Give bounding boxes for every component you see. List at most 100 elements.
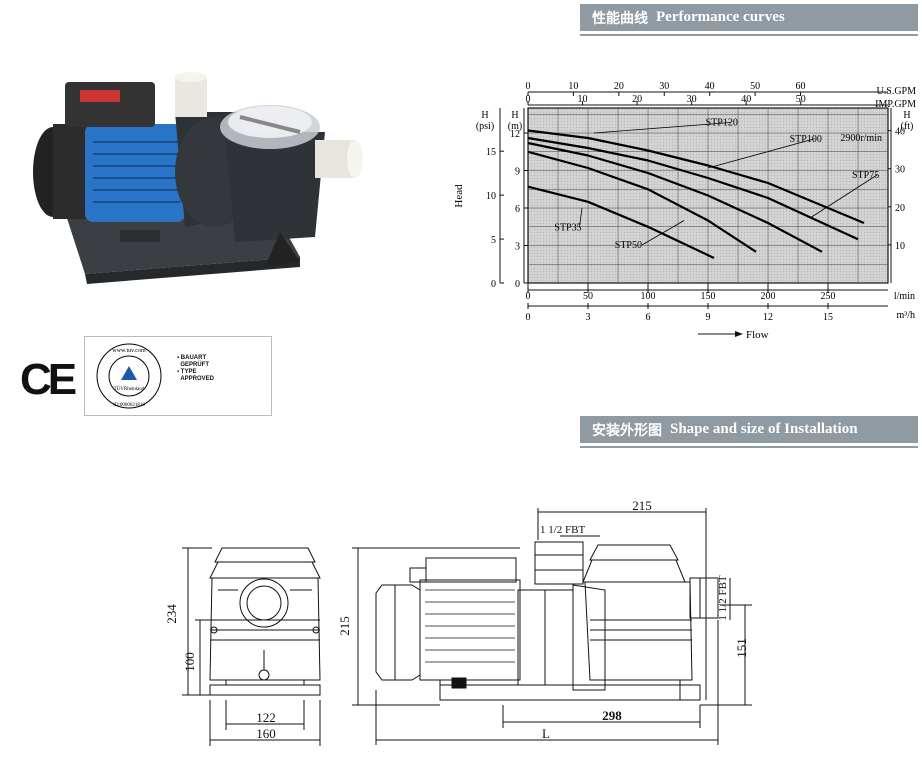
performance-curves-banner: 性能曲线 Performance curves: [580, 4, 918, 36]
usgpm-tick-label: 50: [750, 81, 760, 92]
psi-unit: (psi): [476, 121, 494, 132]
curve-stp50: [527, 150, 757, 253]
m-unit: (m): [508, 121, 522, 132]
m3h-tick-label: 9: [706, 312, 711, 323]
usgpm-tick-label: 60: [796, 81, 806, 92]
series-leader-line: [641, 220, 685, 246]
lmin-tick-label: 0: [526, 291, 531, 302]
series-leader-line: [809, 174, 878, 219]
impgpm-tick-label: 10: [578, 94, 588, 105]
type-line-2: APPROVED: [180, 376, 215, 382]
banner-cn-text: 安装外形图: [592, 422, 662, 439]
series-leader-line: [593, 122, 731, 134]
series-leader-line: [579, 207, 583, 228]
psi-tick-label: 10: [486, 191, 496, 202]
tuv-url-text: www.tuv.com: [112, 348, 146, 354]
usgpm-tick-label: 0: [526, 81, 531, 92]
bauart-line-2: GEPRÜFT: [180, 362, 210, 368]
tuv-certificate-box: TÜVRheinland www.tuv.com ID:0000021818 ▪…: [84, 336, 272, 416]
m-tick-label: 9: [515, 167, 520, 178]
ft-tick-label: 40: [895, 127, 905, 138]
ft-tick-label: 10: [895, 241, 905, 252]
ft-header: H: [903, 110, 910, 121]
m3h-tick-label: 6: [646, 312, 651, 323]
m-header: H: [511, 110, 518, 121]
impgpm-tick-label: 50: [796, 94, 806, 105]
port-top-text: 1 1/2 FBT: [540, 524, 586, 536]
ce-mark: CE: [20, 355, 77, 404]
banner-cn-text: 性能曲线: [592, 10, 648, 27]
us-gpm-label: U.S.GPM: [877, 86, 917, 97]
m3h-tick-label: 15: [823, 312, 833, 323]
m-tick-label: 12: [510, 129, 520, 140]
impgpm-tick-label: 30: [687, 94, 697, 105]
ft-unit: (ft): [901, 121, 914, 132]
series-label: STP120: [706, 118, 738, 129]
usgpm-tick-label: 40: [705, 81, 715, 92]
m-tick-label: 0: [515, 279, 520, 290]
installation-drawing: 234 100 122 160 215 1 1/2 FBT 215 1 1/2 …: [164, 498, 752, 746]
dim-215-side-text: 215: [337, 616, 352, 636]
lmin-tick-label: 50: [583, 291, 593, 302]
series-label: STP50: [615, 240, 642, 251]
impgpm-tick-label: 0: [526, 94, 531, 105]
dim-100-text: 100: [182, 652, 197, 672]
bauart-line-1: BAUART: [180, 355, 207, 361]
pump-photo: [33, 72, 363, 284]
usgpm-tick-label: 30: [659, 81, 669, 92]
lmin-tick-label: 100: [641, 291, 656, 302]
side-view-drawing: [352, 508, 752, 745]
dim-215-top-text: 215: [632, 498, 652, 513]
usgpm-tick-label: 20: [614, 81, 624, 92]
psi-header: H: [481, 110, 488, 121]
port-side-text: 1 1/2 FBT: [717, 575, 729, 621]
dim-298-text: 298: [602, 708, 622, 723]
shape-size-banner: 安装外形图 Shape and size of Installation: [580, 416, 918, 448]
grid-lines: [528, 108, 888, 283]
x-axis-label: Flow: [746, 329, 769, 341]
lmin-tick-label: 200: [761, 291, 776, 302]
y-axis-label: Head: [453, 184, 465, 208]
series-label: STP100: [790, 134, 822, 145]
m3h-tick-label: 3: [586, 312, 591, 323]
lmin-tick-label: 150: [701, 291, 716, 302]
dim-234-text: 234: [164, 604, 179, 624]
curve-stp120: [527, 129, 865, 225]
dim-160-text: 160: [256, 726, 276, 741]
usgpm-tick-label: 10: [568, 81, 578, 92]
banner-en-text: Shape and size of Installation: [670, 421, 858, 437]
dim-L-text: L: [542, 726, 550, 741]
speed-note: 2900r/min: [840, 133, 882, 144]
end-view-drawing: [182, 547, 321, 746]
imp-gpm-label: IMP.GPM: [875, 99, 916, 110]
m-tick-label: 6: [515, 204, 520, 215]
psi-tick-label: 15: [486, 147, 496, 158]
lmin-tick-label: 250: [821, 291, 836, 302]
psi-tick-label: 5: [491, 235, 496, 246]
dim-151-text: 151: [734, 638, 749, 658]
series-leader-line: [707, 138, 815, 169]
type-line-1: TYPE: [180, 369, 197, 375]
impgpm-tick-label: 40: [741, 94, 751, 105]
m-tick-label: 3: [515, 242, 520, 253]
banner-en-text: Performance curves: [656, 9, 785, 25]
m3h-tick-label: 0: [526, 312, 531, 323]
series-label: STP75: [852, 170, 879, 181]
tuv-id-text: ID:0000021818: [113, 403, 145, 408]
ft-tick-label: 30: [895, 165, 905, 176]
tuv-seal-icon: TÜVRheinland www.tuv.com ID:0000021818: [96, 343, 162, 409]
curve-stp35: [527, 185, 715, 259]
curve-stp100: [527, 136, 859, 241]
impgpm-tick-label: 20: [632, 94, 642, 105]
m3h-tick-label: 12: [763, 312, 773, 323]
curve-stp75: [527, 141, 823, 253]
bauart-label: ▪ BAUART GEPRÜFT ▪ TYPE APPROVED: [177, 355, 215, 382]
lmin-label: l/min: [894, 291, 915, 302]
dim-122-text: 122: [256, 710, 276, 725]
ft-tick-label: 20: [895, 203, 905, 214]
psi-tick-label: 0: [491, 279, 496, 290]
m3h-label: m³/h: [896, 310, 915, 321]
